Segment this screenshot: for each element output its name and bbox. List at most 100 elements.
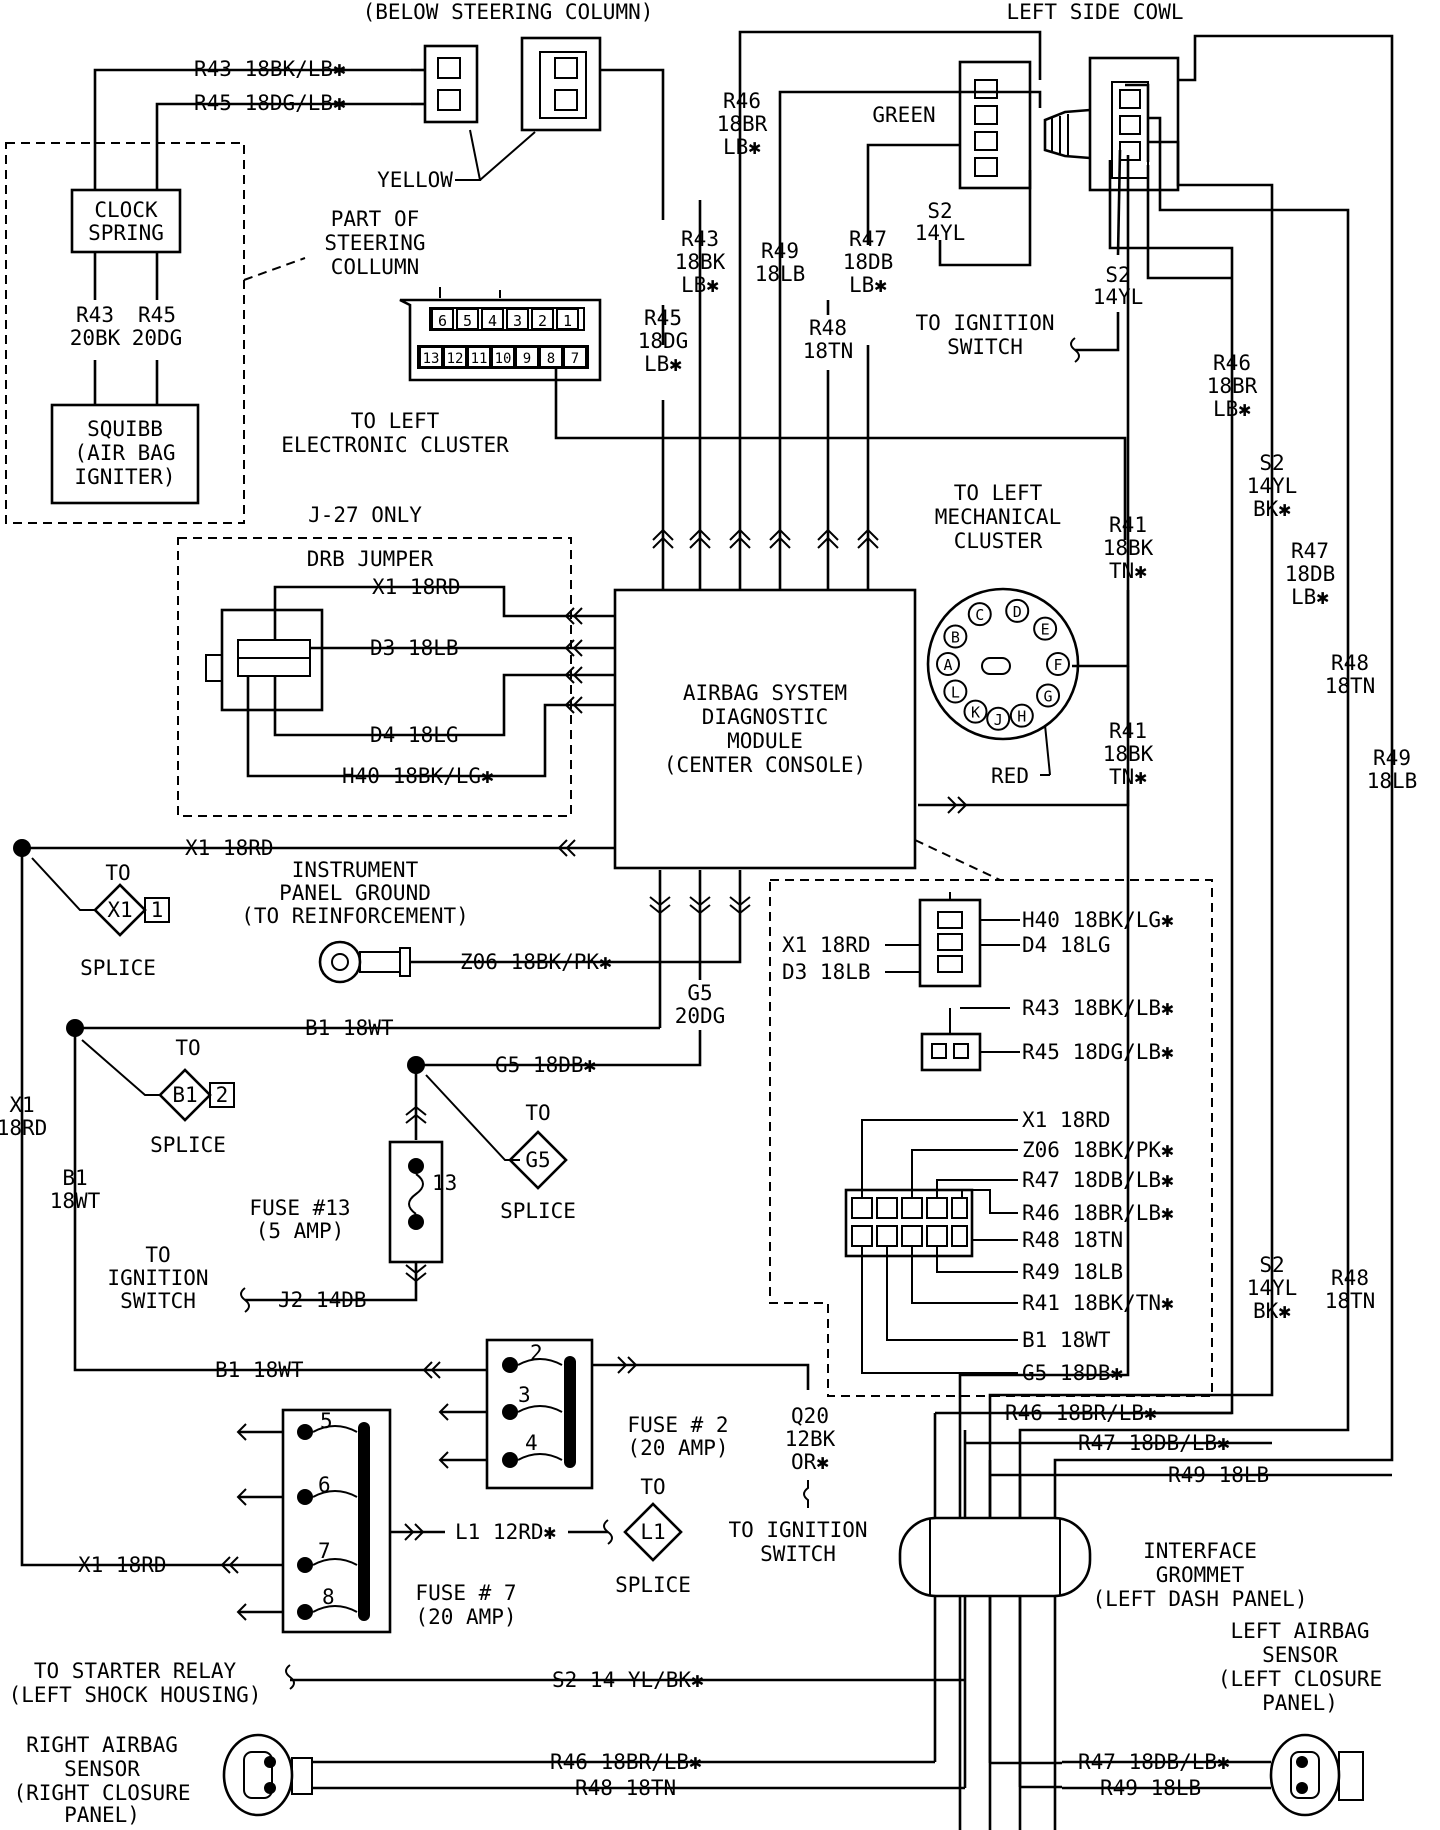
j27-only-label: J-27 ONLY [308, 503, 422, 527]
wire-r46-grommet-label: R46 18BR/LB✱ [1005, 1401, 1157, 1425]
mech-pin-circle [963, 699, 988, 724]
wire-r41-lower-label-2: 18BK [1103, 742, 1154, 766]
splice-x1-to-label: TO [105, 861, 130, 885]
splice-g5-label: SPLICE [500, 1199, 576, 1223]
grommet-label: INTERFACE [1143, 1539, 1257, 1563]
fuse-2-pin-3: 3 [518, 1383, 531, 1407]
to-ignition-switch-3-label-2: SWITCH [760, 1542, 836, 1566]
splice-g5-to-label: TO [525, 1101, 550, 1125]
to-starter-relay-label: TO STARTER RELAY [34, 1659, 237, 1683]
splice-b1-pin: 2 [216, 1083, 229, 1107]
steering-column-group: CLOCK SPRING R43 20BK R45 20DG SQUIBB (A… [5, 68, 426, 524]
cluster-pin-box [456, 308, 479, 330]
grommet-label-2: GROMMET [1156, 1563, 1245, 1587]
cluster-pin-box [515, 346, 539, 368]
wire-r48-bottom-label: R48 18TN [575, 1776, 676, 1800]
cluster-pin-box [467, 346, 491, 368]
legend-d3: D3 18LB [782, 960, 871, 984]
mech-pin-letter: K [971, 704, 980, 722]
wire-r41-upper-label-3: TN✱ [1109, 559, 1147, 583]
left-airbag-sensor-label-2: SENSOR [1262, 1643, 1338, 1667]
fuse-7-label-2: (20 AMP) [415, 1605, 516, 1629]
wire-b1-fuse-label: B1 18WT [215, 1358, 304, 1382]
wire-r45-vert-label-2: 18DG [638, 329, 689, 353]
cluster-pin-number: 9 [523, 351, 531, 367]
wire-z06-label: Z06 18BK/PK✱ [460, 950, 612, 974]
mech-pin-circle [1036, 683, 1061, 708]
wire-r46-right-label-3: LB✱ [1213, 397, 1251, 421]
wire-r45-top-label: R45 18DG/LB✱ [194, 91, 346, 115]
splice-x1-name: X1 [107, 898, 132, 922]
fuse-13-box [388, 1140, 444, 1264]
wire-r48-right-label: R48 [1331, 651, 1369, 675]
clock-spring-label-2: SPRING [88, 221, 164, 245]
wire-s2-bk-lower-label-2: 14YL [1247, 1276, 1298, 1300]
cluster-pin-number: 4 [488, 312, 497, 330]
fuse-2-pin-2: 2 [530, 1341, 543, 1365]
splice-b1-label: SPLICE [150, 1133, 226, 1157]
wire-r47-bottom-label: R47 18DB/LB✱ [1078, 1750, 1230, 1774]
wire-s2-right-label-2: 14YL [1093, 285, 1144, 309]
mech-pin-letter: L [951, 684, 960, 702]
mech-pin-letter: E [1041, 621, 1050, 639]
ground-eyelet [318, 940, 362, 984]
left-side-cowl-connectors: GREEN S2 14YL S2 14YL TO IGNITION SWITCH [872, 56, 1180, 363]
wire-s2-top-label-2: 14YL [915, 221, 966, 245]
r45-20dg-label: R45 [138, 303, 176, 327]
cluster-pin-number: 7 [571, 351, 579, 367]
connector-legend: H40 18BK/LG✱ D4 18LG X1 18RD D3 18LB R43… [769, 879, 1213, 1397]
wire-q20-label-3: OR✱ [791, 1450, 829, 1474]
wire-s2-bk-lower-label-3: BK✱ [1253, 1299, 1291, 1323]
splice-l1-to-label: TO [640, 1475, 665, 1499]
wire-r45-vert-label-3: LB✱ [644, 352, 682, 376]
legend-x1: X1 18RD [782, 933, 871, 957]
fuse-7-label: FUSE # 7 [415, 1581, 516, 1605]
cluster-pin-number: 13 [423, 351, 440, 367]
fuse-7-pin-6: 6 [318, 1473, 331, 1497]
clock-spring-box [70, 188, 182, 254]
wire-r47-grommet-label: R47 18DB/LB✱ [1078, 1431, 1230, 1455]
to-left-electronic-cluster-label: TO LEFT [351, 409, 440, 433]
squibb-label: SQUIBB [87, 417, 163, 441]
wire-l1-label: L1 12RD✱ [455, 1520, 557, 1544]
wire-r46-right-label: R46 [1213, 351, 1251, 375]
wire-x1-left-label: X1 [9, 1093, 34, 1117]
wire-x1-main-label: X1 18RD [185, 836, 274, 860]
wire-s2-bk-lower-label: S2 [1259, 1253, 1284, 1277]
wire-r43-vert-label: R43 [681, 227, 719, 251]
wire-r49-right-label-2: 18LB [1367, 769, 1418, 793]
mech-pin-circle [943, 679, 968, 704]
cluster-pin-number: 10 [495, 351, 512, 367]
cluster-pin-number: 3 [513, 312, 522, 330]
fuse-2-block: 2 3 4 B1 18WT Q20 12BK OR✱ FUSE # 2 (20 … [215, 1338, 868, 1566]
fuse-13-label-2: (5 AMP) [256, 1219, 345, 1243]
to-ignition-switch-2-label: TO [145, 1243, 170, 1267]
to-left-mechanical-cluster-label-2: MECHANICAL [935, 505, 1061, 529]
wire-b1-left-label: B1 [62, 1166, 87, 1190]
wire-r43-vert-label-3: LB✱ [681, 273, 719, 297]
legend-d4: D4 18LG [1022, 933, 1111, 957]
green-label: GREEN [872, 103, 935, 127]
wire-r41-lower-label-3: TN✱ [1109, 765, 1147, 789]
cluster-pin-box [556, 308, 579, 330]
fuse-7-block: 5 6 7 8 X1 18RD L1 12RD✱ TO L1 SPLICE FU… [78, 1408, 691, 1634]
instrument-ground-label: INSTRUMENT [292, 858, 419, 882]
instrument-ground-label-2: PANEL GROUND [279, 881, 431, 905]
cluster-pin-box [531, 308, 554, 330]
yellow-connectors: YELLOW [377, 36, 602, 192]
mech-pin-circle [1009, 703, 1034, 728]
to-ignition-switch-label-2: SWITCH [947, 335, 1023, 359]
cluster-pin-box [539, 346, 563, 368]
wire-s2-bk-label-3: BK✱ [1253, 497, 1291, 521]
fuse-7-box [281, 1408, 392, 1634]
part-of-steering-label-2: STEERING [324, 231, 425, 255]
instrument-ground-label-3: (TO REINFORCEMENT) [241, 904, 469, 928]
wire-r48-lower-label: R48 [1331, 1266, 1369, 1290]
legend-h40: H40 18BK/LG✱ [1022, 908, 1174, 932]
fuse-7-pin-8: 8 [322, 1585, 335, 1609]
legend-big-3: R47 18DB/LB✱ [1022, 1168, 1174, 1192]
mech-pin-circle [943, 624, 968, 649]
drb-d3-label: D3 18LB [370, 636, 459, 660]
